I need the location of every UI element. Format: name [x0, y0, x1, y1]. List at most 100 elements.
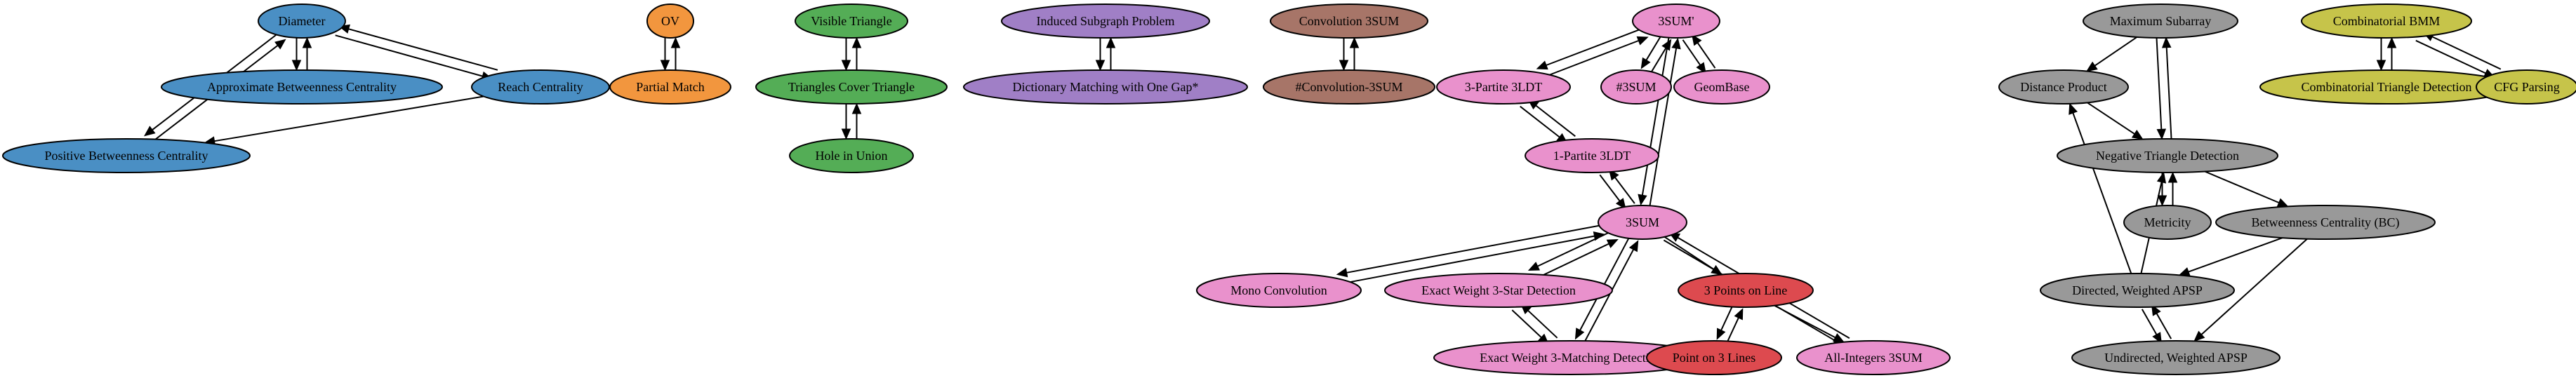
node-hole_union[interactable]: Hole in Union — [789, 138, 914, 173]
node-bc[interactable]: Betweenness Centrality (BC) — [2215, 205, 2436, 240]
edge-hole_union-to-tri_cover — [851, 102, 862, 139]
node-comb_tri[interactable]: Combinatorial Triangle Detection — [2259, 69, 2514, 104]
node-label: Directed, Weighted APSP — [2072, 283, 2203, 297]
arrowhead — [1615, 198, 1626, 210]
node-label: All-Integers 3SUM — [1824, 351, 1922, 365]
node-3sum_p[interactable]: 3SUM' — [1632, 4, 1720, 39]
node-ellipse — [609, 69, 731, 104]
edge-max_sub-to-neg_tri — [2156, 38, 2167, 140]
node-label: Maximum Subarray — [2110, 14, 2211, 28]
edge-tri_cover-to-hole_union — [841, 104, 851, 140]
edge-line — [2141, 309, 2158, 335]
node-sharp_conv[interactable]: #Convolution-3SUM — [1263, 69, 1435, 104]
node-undir_apsp[interactable]: Undirected, Weighted APSP — [2071, 340, 2280, 375]
node-label: Induced Subgraph Problem — [1037, 14, 1175, 28]
node-neg_tri[interactable]: Negative Triangle Detection — [2057, 138, 2278, 173]
node-pt_3lines[interactable]: Point on 3 Lines — [1646, 340, 1782, 375]
node-sharp3sum[interactable]: #3SUM — [1600, 69, 1672, 104]
arrowhead — [143, 126, 156, 137]
node-max_sub[interactable]: Maximum Subarray — [2083, 4, 2238, 39]
node-visible_tri[interactable]: Visible Triangle — [795, 4, 908, 39]
node-label: Distance Product — [2020, 80, 2106, 94]
edge-ew3match-to-3sum — [1583, 240, 1639, 344]
node-mono_conv[interactable]: Mono Convolution — [1196, 273, 1362, 308]
node-3sum[interactable]: 3SUM — [1598, 205, 1687, 240]
node-dict_match[interactable]: Dictionary Matching with One Gap* — [963, 69, 1248, 104]
node-ew3star[interactable]: Exact Weight 3-Star Detection — [1384, 273, 1613, 308]
node-label: Mono Convolution — [1230, 283, 1327, 297]
node-metricity[interactable]: Metricity — [2123, 205, 2212, 240]
edge-line — [1599, 174, 1621, 202]
node-dir_apsp[interactable]: Directed, Weighted APSP — [2040, 273, 2235, 308]
node-all_int[interactable]: All-Integers 3SUM — [1796, 340, 1951, 375]
edge-induced-to-dict_match — [1095, 38, 1106, 72]
node-ellipse — [161, 69, 443, 104]
node-ov[interactable]: OV — [646, 4, 694, 39]
node-label: Combinatorial BMM — [2333, 14, 2441, 28]
edge-ov-to-partial_match — [660, 38, 670, 72]
node-1partite[interactable]: 1-Partite 3LDT — [1525, 138, 1659, 173]
node-diameter[interactable]: Diameter — [258, 4, 346, 39]
edge-line — [2165, 47, 2172, 139]
node-cfg[interactable]: CFG Parsing — [2476, 69, 2576, 104]
arrowhead — [1734, 308, 1744, 320]
edge-3sum_p-to-3sum — [1638, 36, 1670, 206]
edge-3sum-to-3sum_p — [1649, 37, 1681, 207]
node-ellipse — [1384, 273, 1613, 308]
node-ew3match[interactable]: Exact Weight 3-Matching Detection — [1433, 340, 1708, 375]
edge-diameter-to-approx_bc — [291, 38, 302, 72]
arrowhead — [2157, 195, 2167, 207]
node-ellipse — [789, 138, 914, 173]
arrowhead — [2167, 171, 2178, 183]
edge-line — [1614, 177, 1635, 204]
arrowhead — [2193, 330, 2205, 342]
arrowhead — [1336, 268, 1348, 278]
node-3pts_line[interactable]: 3 Points on Line — [1678, 273, 1814, 308]
edge-line — [1726, 317, 1739, 344]
node-ellipse — [1673, 69, 1770, 104]
edge-dir_apsp-to-dist_prod — [2069, 102, 2132, 274]
node-reach[interactable]: Reach Centrality — [471, 69, 610, 104]
edge-pt_3lines-to-3pts_line — [1726, 308, 1744, 344]
node-partial_match[interactable]: Partial Match — [609, 69, 731, 104]
node-comb_bmm[interactable]: Combinatorial BMM — [2301, 4, 2472, 39]
node-label: #Convolution-3SUM — [1295, 80, 1402, 94]
arrowhead — [841, 128, 851, 140]
node-label: Combinatorial Triangle Detection — [2302, 80, 2472, 94]
arrowhead — [2161, 36, 2172, 48]
edge-reach-to-diameter — [338, 24, 498, 71]
edge-3sum_p-to-3partite — [1536, 27, 1643, 70]
node-geombase[interactable]: GeomBase — [1673, 69, 1770, 104]
node-label: Metricity — [2144, 215, 2191, 229]
edge-line — [1697, 42, 1716, 69]
arrowhead — [2085, 61, 2098, 72]
node-label: Exact Weight 3-Star Detection — [1421, 283, 1576, 297]
node-ellipse — [258, 4, 346, 39]
node-ellipse — [2, 138, 251, 173]
edge-line — [1641, 36, 1670, 196]
node-label: Undirected, Weighted APSP — [2104, 351, 2248, 365]
arrowhead — [1640, 57, 1651, 69]
node-dist_prod[interactable]: Distance Product — [1998, 69, 2129, 104]
edge-partial_match-to-ov — [670, 36, 681, 70]
arrowhead — [1095, 60, 1106, 72]
node-pos_bc[interactable]: Positive Betweenness Centrality — [2, 138, 251, 173]
node-label: Hole in Union — [816, 149, 888, 163]
node-conv3sum[interactable]: Convolution 3SUM — [1270, 4, 1428, 39]
node-3partite[interactable]: 3-Partite 3LDT — [1436, 69, 1571, 104]
node-label: Betweenness Centrality (BC) — [2252, 215, 2400, 230]
node-label: Positive Betweenness Centrality — [45, 149, 208, 163]
node-tri_cover[interactable]: Triangles Cover Triangle — [755, 69, 948, 104]
arrowhead — [2376, 60, 2386, 72]
node-label: OV — [661, 14, 679, 28]
arrowhead — [1636, 36, 1649, 46]
node-induced[interactable]: Induced Subgraph Problem — [1001, 4, 1210, 39]
node-approx_bc[interactable]: Approximate Betweenness Centrality — [161, 69, 443, 104]
edge-geombase-to-3sum_p — [1691, 34, 1716, 69]
node-ellipse — [1001, 4, 1210, 39]
node-ellipse — [2083, 4, 2238, 39]
arrowhead — [302, 36, 312, 48]
node-ellipse — [1678, 273, 1814, 308]
node-label: 3SUM — [1626, 215, 1659, 229]
